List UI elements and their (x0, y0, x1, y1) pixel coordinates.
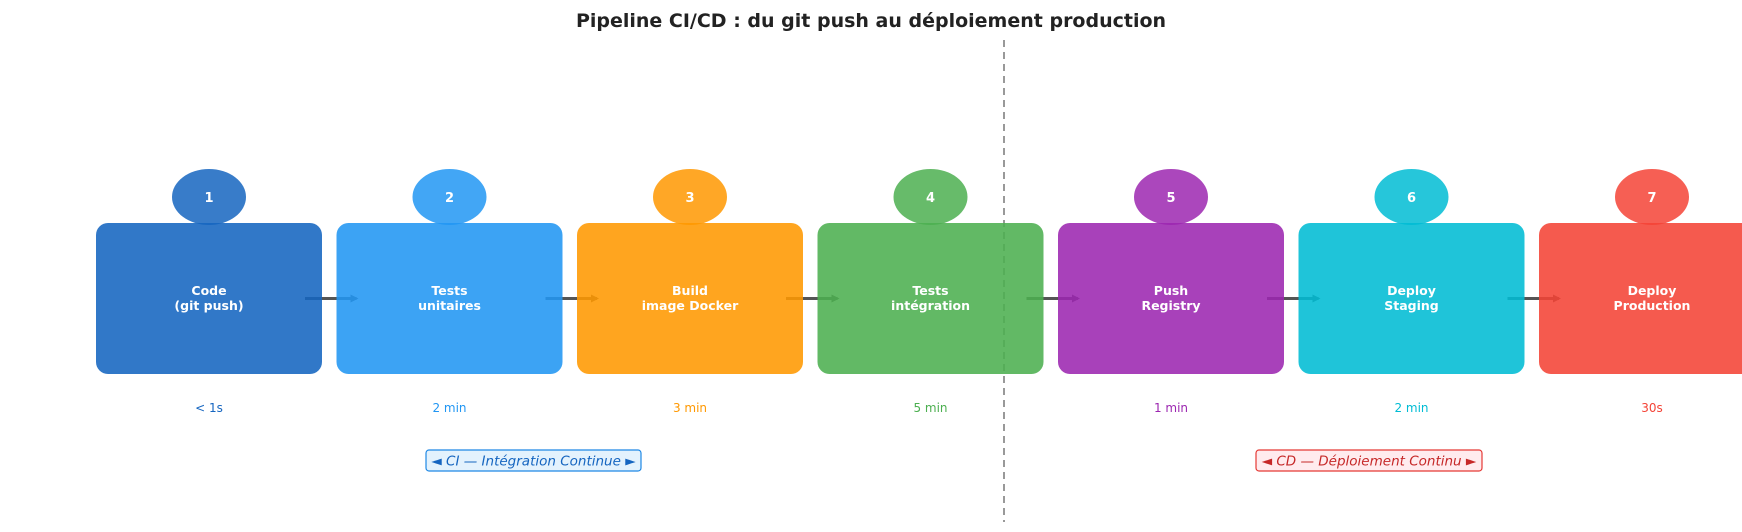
step-number-badge (172, 169, 246, 225)
step-box (577, 223, 803, 374)
step-label-line: Deploy (1387, 283, 1436, 298)
step-number-badge (893, 169, 968, 225)
step-number-badge (1615, 169, 1689, 225)
cd-phase-label: ◄ CD — Déploiement Continu ► (1255, 449, 1483, 472)
step-label-line: Tests (431, 283, 467, 298)
cd-phase-box (1255, 449, 1483, 472)
step-box (1539, 223, 1742, 374)
step-duration: < 1s (195, 401, 223, 415)
step-box (817, 223, 1044, 374)
step-number-badge (1134, 169, 1208, 225)
step-number: 3 (685, 191, 694, 206)
ci-phase-text: ◄ CI — Intégration Continue ► (431, 454, 636, 470)
step-label-line: Production (1614, 298, 1691, 313)
step-number: 6 (1407, 191, 1416, 206)
step-number: 1 (204, 191, 213, 206)
step-label-line: Registry (1141, 298, 1200, 313)
step-label-line: Push (1154, 283, 1188, 298)
step-duration: 1 min (1154, 401, 1188, 415)
step-box (336, 223, 563, 374)
step-label-line: Tests (912, 283, 948, 298)
step-number: 4 (926, 191, 935, 206)
cd-phase-text: ◄ CD — Déploiement Continu ► (1262, 454, 1477, 470)
step-label: Code(git push) (174, 283, 243, 313)
step-number-badge (412, 169, 487, 225)
step-label-line: image Docker (642, 298, 739, 313)
step-label-line: intégration (891, 298, 970, 313)
ci-phase-box (425, 449, 642, 472)
step-label-line: (git push) (174, 298, 243, 313)
step-box (1058, 223, 1284, 374)
step-duration: 30s (1641, 401, 1663, 415)
step-number: 5 (1166, 191, 1175, 206)
step-label-line: Staging (1384, 298, 1439, 313)
step-number: 2 (445, 191, 454, 206)
step-duration: 3 min (673, 401, 707, 415)
step-box (1298, 223, 1525, 374)
diagram-title: Pipeline CI/CD : du git push au déploiem… (576, 10, 1166, 32)
step-label-line: Code (191, 283, 226, 298)
step-duration: 2 min (1394, 401, 1428, 415)
step-duration: 5 min (913, 401, 947, 415)
step-number: 7 (1647, 191, 1656, 206)
step-label-line: unitaires (418, 298, 481, 313)
step-box (96, 223, 322, 374)
step-label-line: Build (672, 283, 708, 298)
step-label-line: Deploy (1628, 283, 1677, 298)
ci-phase-label: ◄ CI — Intégration Continue ► (425, 449, 642, 472)
step-number-badge (653, 169, 727, 225)
step-number-badge (1374, 169, 1449, 225)
step-duration: 2 min (432, 401, 466, 415)
